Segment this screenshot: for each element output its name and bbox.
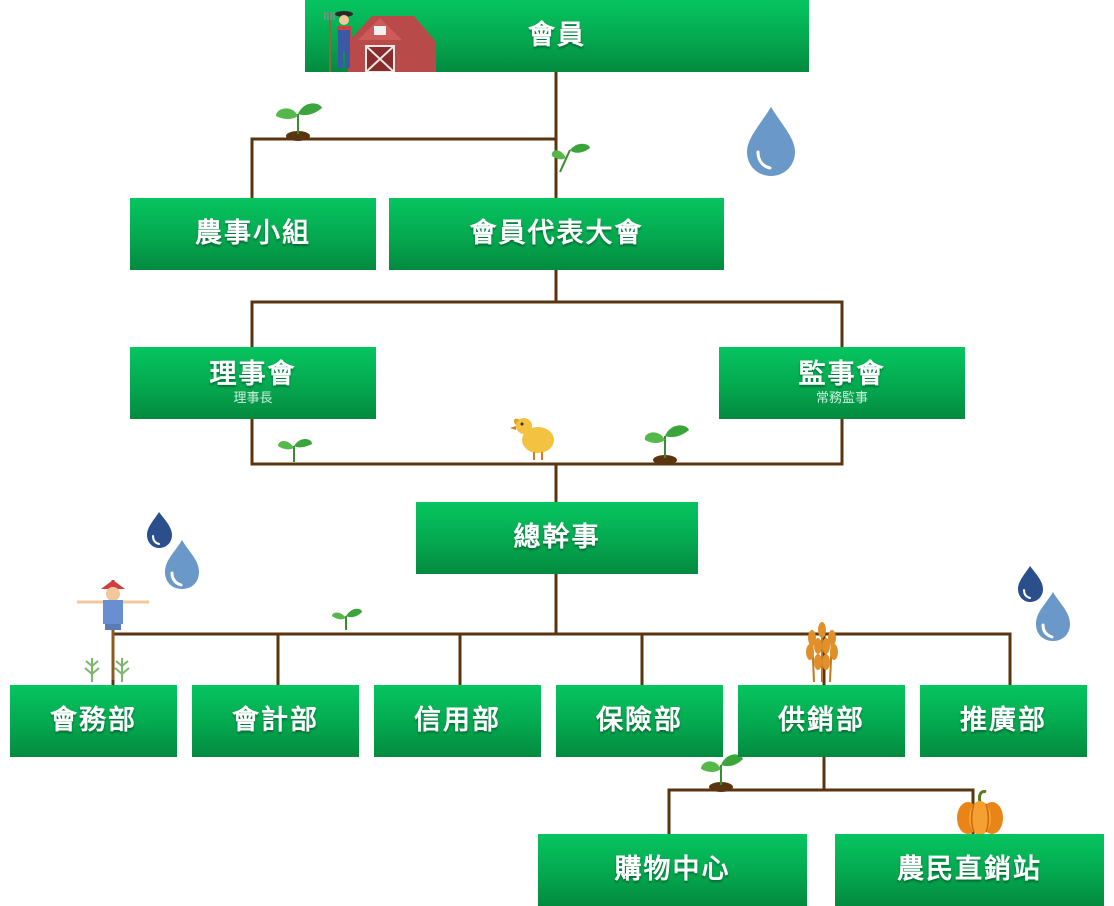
node-label: 理事會	[209, 359, 297, 390]
node-label: 總幹事	[513, 522, 601, 554]
node-label: 購物中心	[614, 854, 731, 886]
node-farmers-market: 農民直銷站	[835, 834, 1104, 906]
node-label: 保險部	[596, 705, 683, 737]
node-general-manager: 總幹事	[416, 502, 698, 574]
node-representatives: 會員代表大會	[389, 198, 724, 270]
node-label: 會計部	[232, 705, 319, 737]
node-label: 會員代表大會	[469, 218, 644, 250]
node-affairs: 會務部	[10, 685, 177, 757]
node-farming-groups: 農事小組	[130, 198, 376, 270]
farmer-icon	[324, 11, 353, 72]
farm-illustration	[324, 11, 436, 72]
node-label: 推廣部	[960, 705, 1047, 737]
node-label: 農民直銷站	[897, 854, 1042, 886]
node-board-supervisors: 監事會 常務監事	[719, 347, 965, 419]
node-extension: 推廣部	[920, 685, 1087, 757]
node-supply-marketing: 供銷部	[738, 685, 905, 757]
barn-icon	[348, 16, 436, 72]
node-label: 會員	[528, 20, 586, 52]
node-accounting: 會計部	[192, 685, 359, 757]
node-board-directors: 理事會 理事長	[130, 347, 376, 419]
node-insurance: 保險部	[556, 685, 723, 757]
node-label: 會務部	[50, 705, 137, 737]
node-sublabel: 理事長	[233, 390, 273, 406]
node-sublabel: 常務監事	[815, 390, 868, 406]
node-credit: 信用部	[374, 685, 541, 757]
node-label: 信用部	[414, 705, 501, 737]
node-label: 供銷部	[778, 705, 865, 737]
node-label: 監事會	[798, 359, 886, 390]
node-label: 農事小組	[195, 218, 311, 250]
node-shopping-center: 購物中心	[538, 834, 807, 906]
